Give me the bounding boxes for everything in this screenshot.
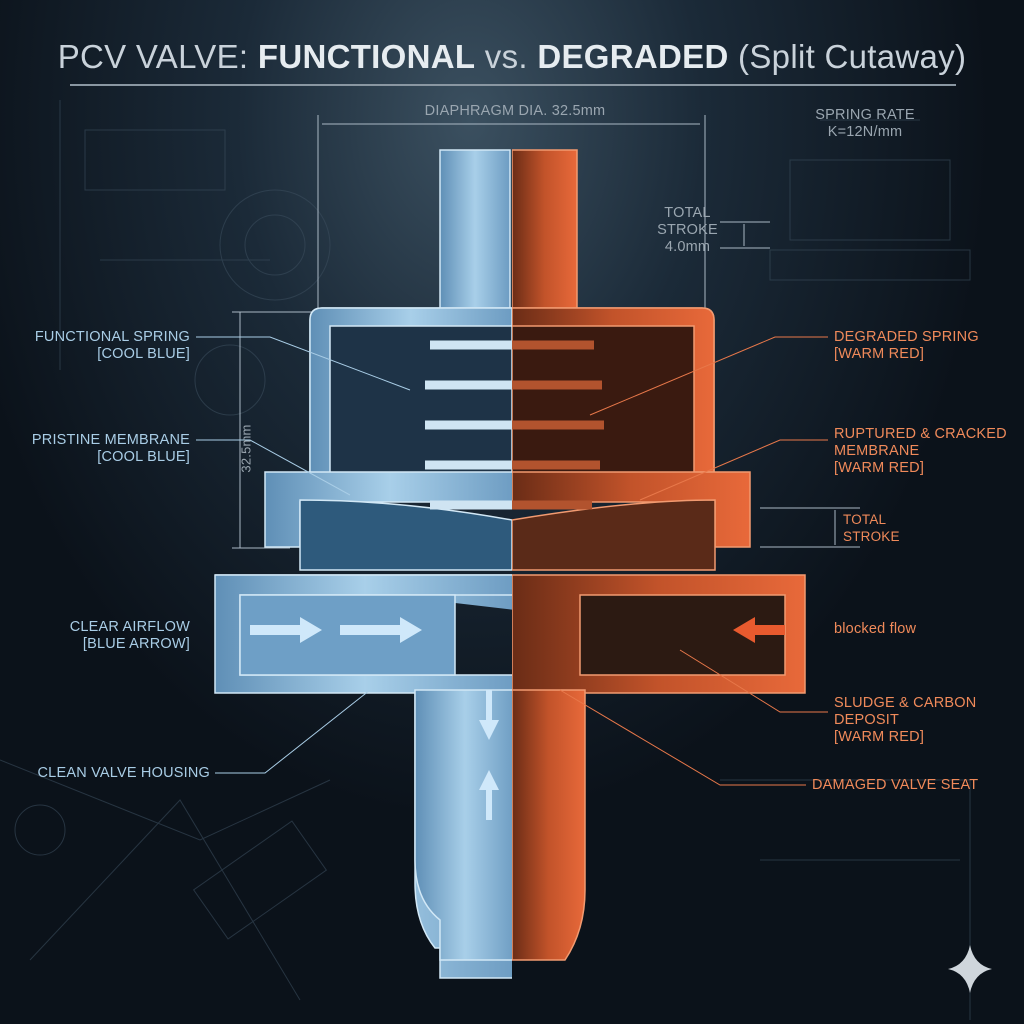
stroke-line: TOTAL: [664, 205, 711, 221]
label-clear-airflow: CLEAR AIRFLOW[BLUE ARROW]: [0, 619, 190, 653]
title-prefix: PCV VALVE:: [57, 38, 258, 75]
label-line: [BLUE ARROW]: [82, 636, 190, 652]
title-functional: FUNCTIONAL: [257, 38, 476, 75]
label-line: DEPOSIT: [834, 712, 900, 728]
degraded-half: [512, 149, 806, 961]
blocked-flow-arrow: [733, 617, 785, 643]
spring-rate-dimension: SPRING RATE K=12N/mm: [800, 107, 930, 141]
label-damaged-valve-seat: DAMAGED VALVE SEAT: [812, 777, 1012, 794]
label-functional-spring: FUNCTIONAL SPRING[COOL BLUE]: [0, 329, 190, 363]
label-blocked-flow: blocked flow: [834, 621, 1024, 638]
label-clean-valve-housing: CLEAN VALVE HOUSING: [0, 765, 210, 782]
dimension-lines: [232, 115, 860, 549]
label-line: [WARM RED]: [834, 346, 925, 362]
total-stroke-right: TOTAL STROKE: [843, 511, 923, 545]
label-line: [COOL BLUE]: [97, 346, 190, 362]
label-line: CLEAR AIRFLOW: [69, 619, 190, 635]
stroke-line: STROKE: [843, 529, 900, 544]
total-stroke-dimension: TOTAL STROKE 4.0mm: [650, 205, 725, 256]
functional-half: [214, 149, 512, 979]
right-leaders: [559, 336, 828, 786]
label-line: [WARM RED]: [834, 460, 925, 476]
spring-rate-line: SPRING RATE: [815, 107, 915, 123]
page-title: PCV VALVE: FUNCTIONAL vs. DEGRADED (Spli…: [0, 38, 1024, 76]
spring-rate-line: K=12N/mm: [827, 124, 903, 140]
stroke-line: 4.0mm: [664, 239, 711, 255]
label-line: CLEAN VALVE HOUSING: [37, 765, 210, 781]
airflow-arrows: [250, 617, 499, 820]
blueprint-background: [0, 100, 971, 1020]
label-line: blocked flow: [834, 621, 917, 637]
label-degraded-spring: DEGRADED SPRING[WARM RED]: [834, 329, 1024, 363]
label-line: [WARM RED]: [834, 729, 925, 745]
label-line: DEGRADED SPRING: [834, 329, 979, 345]
title-vs: vs.: [475, 38, 538, 75]
sparkle-icon: [948, 945, 992, 993]
left-leaders: [196, 336, 411, 774]
label-line: MEMBRANE: [834, 443, 920, 459]
label-line: PRISTINE MEMBRANE: [31, 432, 190, 448]
label-line: SLUDGE & CARBON: [834, 695, 977, 711]
label-line: FUNCTIONAL SPRING: [34, 329, 190, 345]
label-line: RUPTURED & CRACKED: [834, 426, 1007, 442]
label-line: [COOL BLUE]: [97, 449, 190, 465]
diaphragm-dimension: DIAPHRAGM DIA. 32.5mm: [424, 103, 606, 119]
label-pristine-membrane: PRISTINE MEMBRANE[COOL BLUE]: [0, 432, 190, 466]
label-line: DAMAGED VALVE SEAT: [812, 777, 979, 793]
stroke-line: TOTAL: [843, 512, 887, 527]
title-suffix: (Split Cutaway): [728, 38, 967, 75]
title-underline: [70, 84, 956, 86]
height-dimension: 32.5mm: [238, 424, 254, 473]
stroke-line: STROKE: [657, 222, 718, 238]
title-degraded: DEGRADED: [537, 38, 729, 75]
